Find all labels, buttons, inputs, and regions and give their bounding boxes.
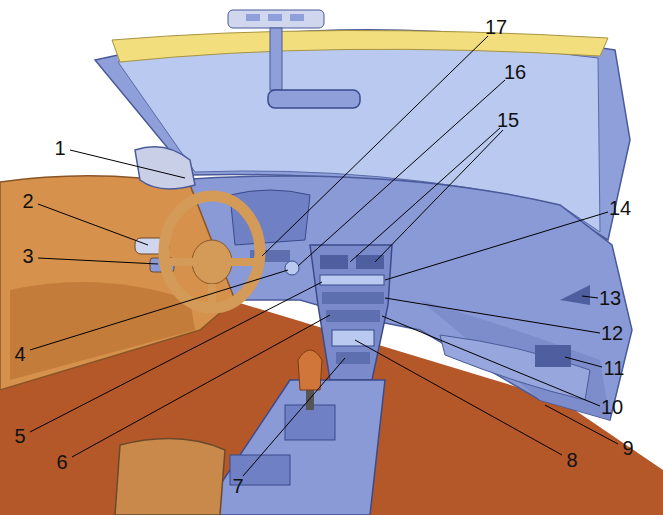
callout-number: 6 <box>54 451 69 473</box>
callout-number: 10 <box>599 396 625 418</box>
callout-number: 13 <box>597 287 623 309</box>
callout-number: 7 <box>230 475 245 497</box>
callout-number: 2 <box>20 190 35 212</box>
callout-number: 17 <box>483 16 509 38</box>
callout-number: 1 <box>52 137 67 159</box>
callout-number: 8 <box>564 449 579 471</box>
callout-number: 5 <box>12 425 27 447</box>
callout-number: 15 <box>495 109 521 131</box>
callout-number: 4 <box>12 343 27 365</box>
callout-number: 3 <box>20 245 35 267</box>
callout-number: 11 <box>602 357 627 379</box>
callout-number: 12 <box>599 322 625 344</box>
callout-number: 16 <box>502 61 528 83</box>
callout-number: 9 <box>620 437 635 459</box>
callout-number: 14 <box>607 197 633 219</box>
